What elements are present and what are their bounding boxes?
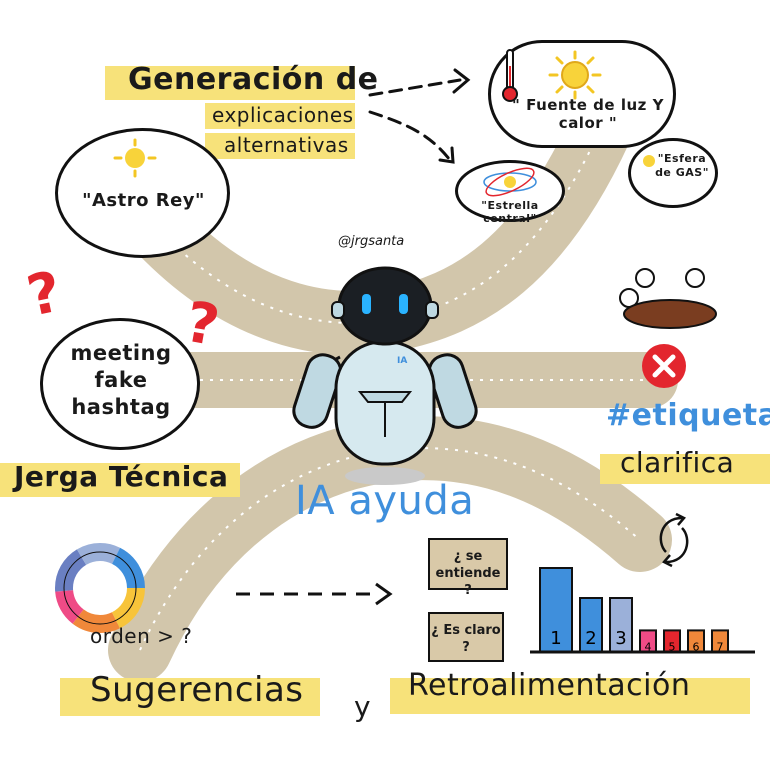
sun-icon-left (113, 138, 157, 178)
bar-label-7: 7 (717, 640, 724, 653)
bubble-jargon-text: meeting fake hashtag (70, 341, 172, 419)
bubble-gas-text: "Esfera de GAS" (655, 152, 709, 179)
top-title-line1: Generación de (128, 62, 379, 97)
sugerencias-highlight (60, 678, 320, 716)
bar-label-1: 1 (550, 628, 561, 649)
bar-label-2: 2 (585, 628, 596, 649)
clarifica-highlight (600, 454, 770, 484)
retro-highlight (390, 678, 750, 714)
bubble-jargon (40, 318, 200, 450)
thermometer-icon (502, 49, 518, 102)
refresh-icon (659, 512, 689, 568)
bubble-star-text: "Estrella central" (481, 199, 539, 225)
bar-label-3: 3 (615, 628, 626, 649)
jerga-highlight (0, 463, 240, 497)
bar-label-4: 4 (645, 640, 652, 653)
bar-label-5: 5 (669, 640, 676, 653)
bubble-heat (488, 40, 676, 148)
orbit-icon (483, 167, 537, 197)
bubble-gas (628, 138, 718, 208)
robot-illustration (292, 266, 478, 485)
top-title-line3: alternativas (224, 133, 349, 157)
bubble-astro (55, 128, 230, 258)
ia-ayuda-caption: IA ayuda (295, 478, 475, 524)
close-icon (642, 344, 686, 388)
top-highlight-3 (205, 133, 355, 159)
orden-label: orden > ? (90, 624, 193, 648)
donut-icon (55, 543, 145, 633)
bubble-heat-text: " Fuente de luz Y calor " (512, 96, 664, 132)
bar-label-6: 6 (693, 640, 700, 653)
top-highlight-2 (205, 103, 355, 129)
retro-label: Retroalimentación (408, 668, 691, 703)
note-se-entiende: ¿ se entiende ? (428, 538, 508, 598)
bottom-arrow (236, 582, 393, 606)
hashtag-label: #etiqueta (606, 398, 770, 433)
bubble-astro-text: "Astro Rey" (82, 190, 205, 211)
meeting-table-icon (619, 268, 717, 329)
top-highlight (105, 66, 355, 100)
sun-icon (548, 50, 602, 100)
sugerencias-label: Sugerencias (90, 670, 304, 710)
robot-badge: IA (397, 356, 408, 366)
clarifica-label: clarifica (620, 446, 735, 479)
sun-small-icon (643, 155, 655, 167)
author-credit: @jrgsanta (338, 234, 405, 249)
jerga-label: Jerga Técnica (14, 460, 229, 493)
y-label: y (354, 690, 372, 723)
note-es-claro: ¿ Es claro ? (428, 612, 504, 662)
top-title-line2: explicaciones (212, 103, 354, 127)
